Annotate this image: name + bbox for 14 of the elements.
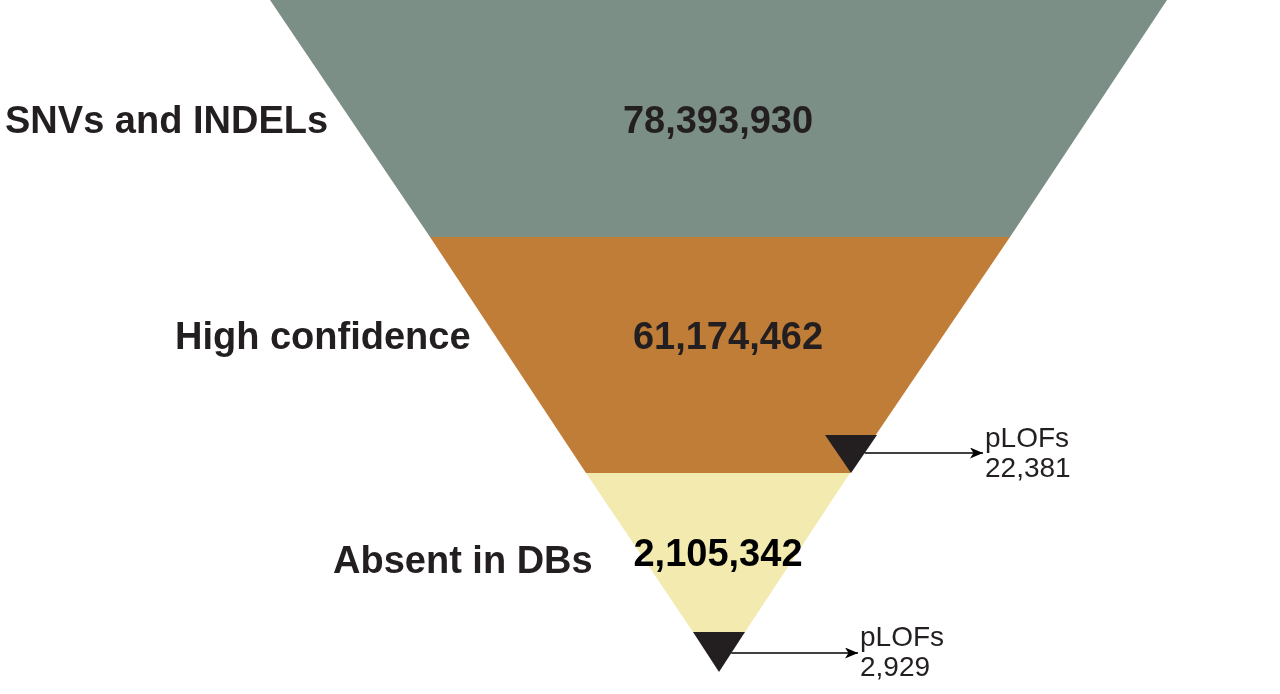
triangle-marker <box>825 435 877 473</box>
count-label: 61,174,462 <box>632 315 824 357</box>
count-label: 22,381 <box>985 453 1071 483</box>
category-label: High confidence <box>175 315 471 357</box>
category-label: pLOFs <box>860 622 945 652</box>
count-label: 78,393,930 <box>622 99 814 141</box>
category-label: pLOFs <box>985 423 1071 453</box>
arrow <box>863 447 984 459</box>
arrow <box>730 647 859 659</box>
category-label: Absent in DBs <box>333 539 593 581</box>
category-label: SNVs and INDELs <box>5 99 329 141</box>
funnel-tip <box>693 632 745 672</box>
count-label: 2,929 <box>860 652 931 682</box>
count-label: 2,105,342 <box>633 532 803 574</box>
